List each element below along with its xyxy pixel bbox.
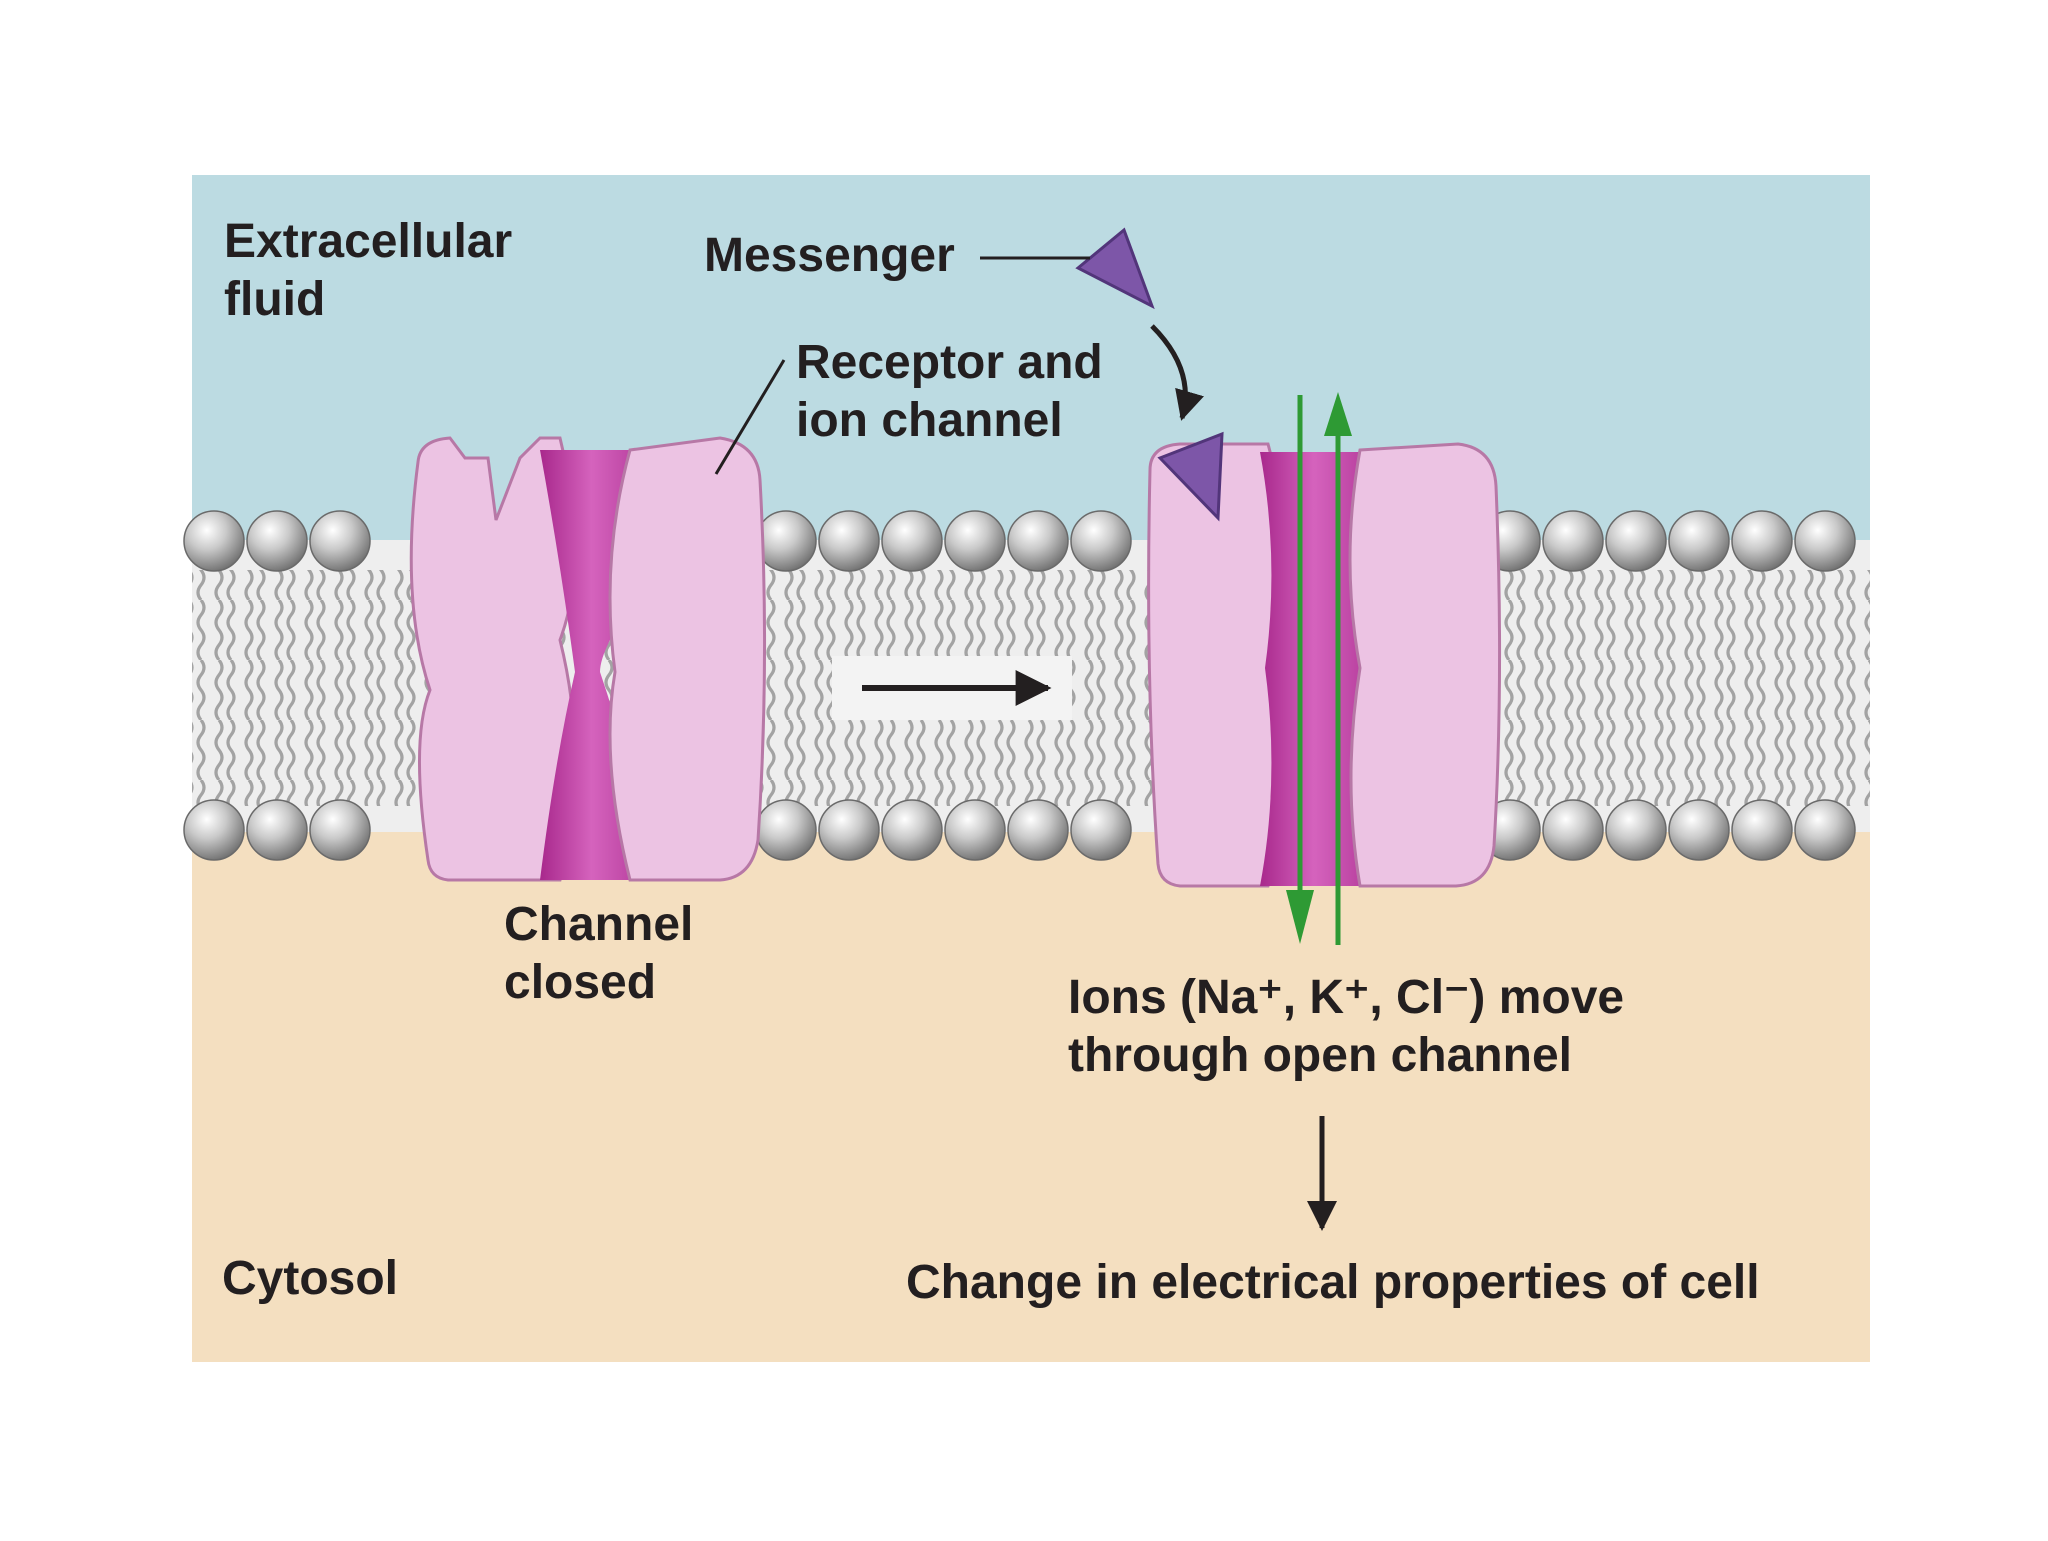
phospholipid-head [1070,510,1132,572]
phospholipid-head [1542,799,1604,861]
phospholipid-head [818,799,880,861]
phospholipid-head [1668,799,1730,861]
channel-closed-label-line-1: Channel [504,898,694,951]
extracellular-label-line-2: fluid [224,273,326,326]
phospholipid-head [881,510,943,572]
receptor-label-line-2: ion channel [796,394,1063,447]
phospholipid-head [755,799,817,861]
ions-label-line-1: Ions (Na⁺, K⁺, Cl⁻) move [1068,971,1625,1024]
phospholipid-head [881,799,943,861]
closed-channel [409,436,767,882]
phospholipid-head [818,510,880,572]
phospholipid-head [1731,510,1793,572]
phospholipid-head [1731,799,1793,861]
receptor-leader-line [714,359,786,475]
phospholipid-head [1542,510,1604,572]
phospholipid-head [246,510,308,572]
phospholipid-head [1007,799,1069,861]
ions-label: Ions (Na⁺, K⁺, Cl⁻) move through open ch… [1068,969,1624,1085]
receptor-label-line-1: Receptor and [796,336,1103,389]
phospholipid-head [183,799,245,861]
messenger-molecule-free [1075,227,1155,310]
messenger-binding-arrow [1150,324,1204,421]
closed-channel-right-subunit [608,436,767,882]
channel-closed-label-line-2: closed [504,956,657,1009]
phospholipid-head [246,799,308,861]
result-label: Change in electrical properties of cell [906,1256,1760,1309]
phospholipid-head [183,510,245,572]
phospholipid-head [1794,799,1856,861]
phospholipid-head [755,510,817,572]
cytosol-label: Cytosol [222,1252,399,1305]
phospholipid-head [1605,799,1667,861]
messenger-molecule-bound [1157,431,1224,522]
phospholipid-head [1070,799,1132,861]
phospholipid-head [309,799,371,861]
channel-closed-label: Channel closed [504,896,693,1012]
phospholipid-heads-bottom [183,799,1856,861]
ions-label-line-2: through open channel [1068,1029,1572,1082]
phospholipid-head [944,799,1006,861]
phospholipid-head [1794,510,1856,572]
ion-arrow-down-head [1286,890,1314,944]
extracellular-fluid-label: Extracellular fluid [224,213,512,329]
ion-arrow-up-head [1324,392,1352,436]
messenger-label: Messenger [704,229,955,282]
open-channel [1147,442,1502,888]
phospholipid-heads-top [183,510,1856,572]
phospholipid-head [1605,510,1667,572]
extracellular-label-line-1: Extracellular [224,215,513,268]
phospholipid-head [1668,510,1730,572]
phospholipid-head [309,510,371,572]
phospholipid-head [1007,510,1069,572]
receptor-label: Receptor and ion channel [796,334,1103,450]
phospholipid-head [944,510,1006,572]
open-channel-right-subunit [1348,442,1502,888]
